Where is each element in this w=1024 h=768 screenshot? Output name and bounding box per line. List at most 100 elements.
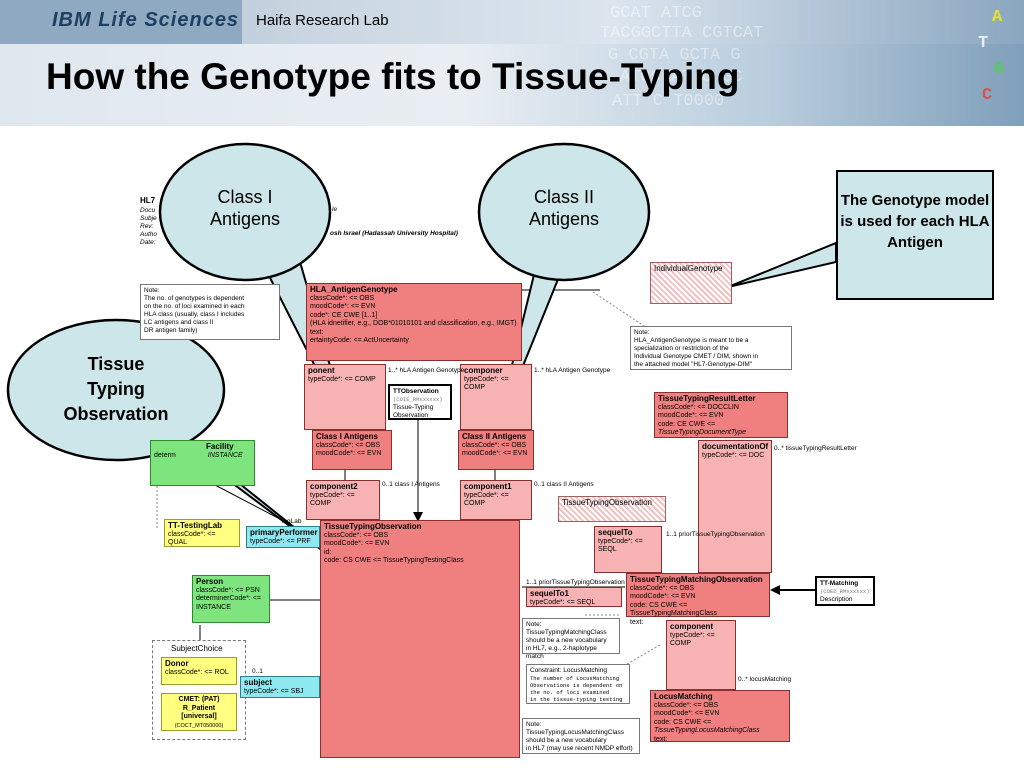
subject-choice-group: SubjectChoice Donor classCode*: <= ROL C… bbox=[152, 640, 246, 740]
person-entity: Person classCode*: <= PSN determinerCode… bbox=[192, 575, 270, 623]
note-line: LC antigens and class II bbox=[144, 319, 214, 326]
note-line: TissueTypingLocusMatchingClass bbox=[526, 729, 625, 736]
facility-instance: INSTANCE bbox=[207, 451, 243, 459]
base-letter: A bbox=[992, 8, 1003, 27]
class-title: componer bbox=[464, 366, 503, 375]
class-attr: TissueTypingDocumentType bbox=[658, 429, 746, 436]
association-label: 1..* hLA Antigen Genotype bbox=[388, 367, 465, 374]
class-attr: code: CS CWE <= TissueTypingMatchingClas… bbox=[630, 601, 717, 618]
class-title: LocusMatching bbox=[654, 692, 713, 701]
locus-matching: LocusMatching classCode*: <= OBS moodCod… bbox=[650, 690, 790, 743]
note-line: should be a new vocabulary bbox=[526, 737, 607, 744]
header-banner: IBM Life Sciences Haifa Research Lab GCA… bbox=[0, 0, 1024, 126]
doc-meta: Autho bbox=[140, 231, 157, 238]
cmet-line: [universal] bbox=[181, 713, 217, 720]
subject-participation: subject typeCode*: <= SBJ bbox=[240, 676, 320, 698]
component-right: componer typeCode*: <= COMP bbox=[460, 364, 532, 430]
cmet-line: (COCT_MT050000) bbox=[174, 722, 224, 729]
class-attr: text: bbox=[654, 735, 668, 743]
note-line: Note: bbox=[526, 621, 542, 628]
class-attr: determ INSTANCE bbox=[154, 452, 251, 461]
callout-class-ii-antigens: Class II Antigens bbox=[528, 187, 600, 229]
class-title: IndividualGenotype bbox=[654, 264, 723, 273]
primary-performer: primaryPerformer typeCode*: <= PRF bbox=[246, 526, 320, 548]
class-attr: moodCode*: <= EVN bbox=[310, 303, 376, 310]
class-attr: classCode*: <= OBS bbox=[630, 584, 695, 592]
note-line: on the no. of loci examined in each bbox=[144, 303, 245, 310]
class-title: TissueTypingMatchingObservation bbox=[630, 575, 763, 584]
association-label: 0..* tissueTypingResultLetter bbox=[774, 445, 857, 452]
class-attr: classCode*: <= OBS bbox=[310, 294, 375, 302]
callout-class-i-antigens: Class I Antigens bbox=[209, 187, 281, 229]
class-title: Class II Antigens bbox=[462, 432, 527, 441]
class-attr: moodCode*: <= EVN bbox=[654, 710, 720, 717]
class-attr: classCode*: <= DOCCLIN bbox=[658, 403, 739, 411]
class-attr: classCode*: <= QUAL bbox=[168, 530, 216, 547]
class-title: primaryPerformer bbox=[250, 528, 318, 537]
association-label: 0..1 class I Antigens bbox=[382, 481, 440, 488]
constraint-line: The number of LocusMatching bbox=[530, 675, 620, 682]
class-title: Donor bbox=[165, 659, 189, 668]
dna-row: G CGTA GCTA G bbox=[608, 46, 741, 65]
tissue-typing-result-letter: TissueTypingResultLetter classCode*: <= … bbox=[654, 392, 788, 438]
class-attr: classCode*: <= OBS bbox=[654, 701, 719, 709]
constraint-line: the no. of loci examined bbox=[530, 689, 610, 696]
association-label: 0..1 bbox=[252, 668, 263, 675]
constraint-line: in the tissue-typing testing bbox=[530, 696, 623, 703]
class-i-antigens: Class I Antigens classCode*: <= OBS mood… bbox=[312, 430, 392, 470]
cmet-title: TT-Matching bbox=[820, 580, 859, 587]
callout-genotype-model: The Genotype model is used for each HLA … bbox=[836, 170, 994, 300]
base-letter: G bbox=[994, 60, 1005, 79]
note-line: Note: bbox=[634, 329, 650, 336]
note-line: in HL7 (may use recent NMDP effort) bbox=[526, 745, 633, 752]
documentation-of: documentationOf typeCode*: <= DOC bbox=[698, 440, 772, 573]
cmet-id: (COED_RMxxxxxx) bbox=[820, 588, 870, 595]
doc-meta: Rev: bbox=[140, 223, 154, 230]
class-attr: typeCode*: <= COMP bbox=[670, 631, 715, 648]
association-label: 1..* hLA Antigen Genotype bbox=[534, 367, 611, 374]
note-line: HLA_AntigenGenotype is meant to be a bbox=[634, 337, 749, 344]
class-attr: classCode*: <= OBS bbox=[316, 441, 381, 449]
class-attr: typeCode*: <= PRF bbox=[250, 537, 311, 545]
choice-title: SubjectChoice bbox=[171, 644, 223, 653]
note-line: DR antigen family) bbox=[144, 327, 198, 334]
cmet-title: TTObservation bbox=[393, 388, 439, 395]
note-locus-matching-class: Note: TissueTypingLocusMatchingClass sho… bbox=[522, 718, 640, 754]
class-title: sequelTo bbox=[598, 528, 633, 537]
doc-meta-tail: le bbox=[332, 206, 338, 213]
note-line: in HL7, e.g., 2-haplotype match bbox=[526, 645, 597, 660]
note-matching-class: Note: TissueTypingMatchingClass should b… bbox=[522, 618, 620, 660]
tissue-typing-observation-ref: TissueTypingObservation bbox=[558, 496, 666, 522]
dna-row: GCAT ATCG bbox=[610, 4, 702, 23]
class-attr: typeCode*: <= SEQL bbox=[598, 537, 643, 554]
ibm-logo: IBM Life Sciences bbox=[0, 0, 242, 44]
note-line: TissueTypingMatchingClass bbox=[526, 629, 607, 636]
class-ii-antigens: Class II Antigens classCode*: <= OBS moo… bbox=[458, 430, 534, 470]
tt-testing-lab: TT-TestingLab classCode*: <= QUAL bbox=[164, 519, 240, 547]
class-attr: determinerCode*: <= INSTANCE bbox=[196, 595, 261, 611]
sequel-to-1: sequelTo1 typeCode*: <= SEQL bbox=[526, 587, 622, 607]
note-line: HLA class (usually, class I includes bbox=[144, 311, 245, 318]
association-label: 1..1 priorTissueTypingObservation bbox=[666, 531, 765, 538]
class-attr: code: CS CWE <= bbox=[654, 718, 712, 726]
class-attr: code*: CE CWE [1..1] bbox=[310, 311, 378, 319]
tissue-typing-matching-observation: TissueTypingMatchingObservation classCod… bbox=[626, 573, 770, 626]
dna-row: TACGGCTTA CGTCAT bbox=[600, 24, 764, 43]
individual-genotype-class: IndividualGenotype bbox=[650, 262, 732, 304]
cmet-line: CMET: (PAT) bbox=[178, 696, 220, 703]
class-title: subject bbox=[244, 678, 273, 687]
class-title: component bbox=[670, 622, 714, 631]
logo-text: IBM Life Sciences bbox=[52, 9, 240, 31]
class-attr: TissueTypingLocusMatchingClass bbox=[654, 727, 760, 734]
class-title: Person bbox=[196, 577, 224, 586]
component1: component1 typeCode*: <= COMP bbox=[460, 480, 532, 520]
class-attr: typeCode*: <= COMP bbox=[464, 491, 509, 508]
note-line: specialization or restriction of the bbox=[634, 345, 729, 352]
hla-antigen-genotype-class: HLA_AntigenGenotype classCode*: <= OBS m… bbox=[306, 283, 522, 361]
facility-determiner: determ bbox=[154, 451, 176, 459]
class-title: component1 bbox=[464, 482, 512, 491]
association-label: 0..1 class II Antigens bbox=[534, 481, 594, 488]
class-attr: typeCode*: <= DOC bbox=[702, 451, 765, 459]
class-attr: moodCode*: <= EVN bbox=[462, 450, 528, 457]
class-title: HLA_AntigenGenotype bbox=[310, 285, 398, 294]
